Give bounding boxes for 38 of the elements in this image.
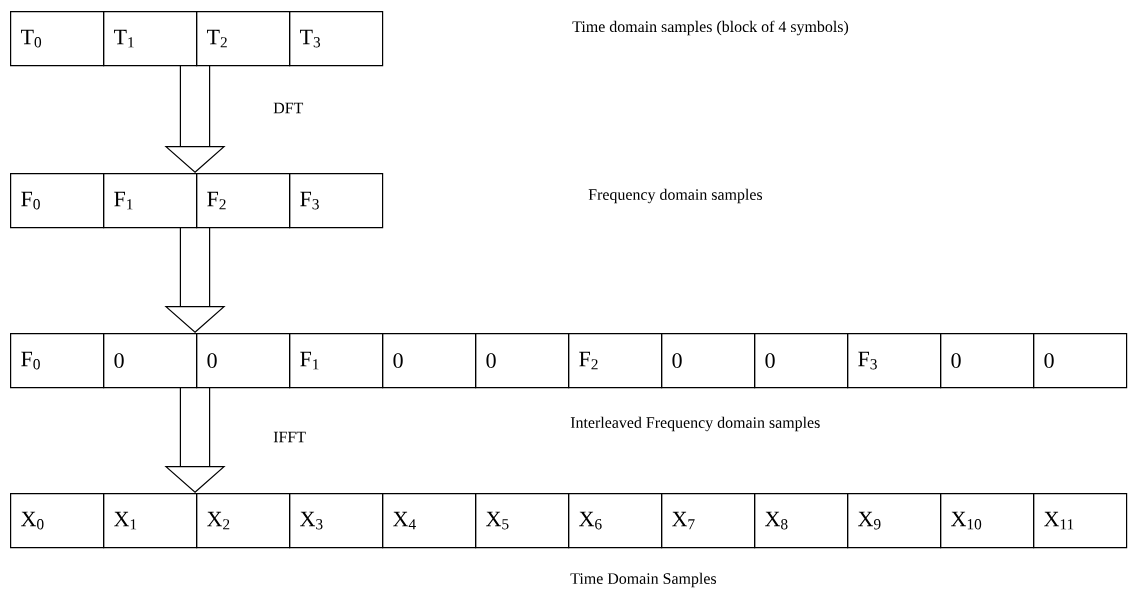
sample-cell: X$_{7}$ [661,493,756,549]
sample-cell: 0 [475,333,570,389]
sample-cell: 0 [1033,333,1128,389]
sample-cell: X$_{0}$ [10,493,105,549]
sample-cell: X$_{5}$ [475,493,570,549]
sample-cell: T$_{1}$ [103,11,198,67]
sample-cell: T$_{2}$ [196,11,291,67]
sample-cell: X$_{8}$ [754,493,849,549]
sample-cell: 0 [661,333,756,389]
row-caption: Time domain samples (block of 4 symbols) [572,20,849,36]
sample-cell: X$_{10}$ [940,493,1035,549]
sample-cell: X$_{9}$ [847,493,942,549]
sample-cell: 0 [196,333,291,389]
sample-cell: F$_{0}$ [10,333,105,389]
sample-cell: X$_{4}$ [382,493,477,549]
sample-cell: T$_{3}$ [289,11,384,67]
sample-cell: X$_{1}$ [103,493,198,549]
sample-cell: 0 [382,333,477,389]
sample-cell: X$_{3}$ [289,493,384,549]
sample-cell: 0 [940,333,1035,389]
row-caption: Interleaved Frequency domain samples [570,416,820,432]
sample-cell: F$_{3}$ [847,333,942,389]
sample-cell: F$_{0}$ [10,173,105,229]
row-caption: Time Domain Samples [570,572,717,588]
sample-cell: X$_{11}$ [1033,493,1128,549]
edge-label: DFT [273,102,304,114]
edge-label: IFFT [273,431,306,443]
sample-cell: 0 [103,333,198,389]
sample-cell: T$_{0}$ [10,11,105,67]
sample-cell: X$_{2}$ [196,493,291,549]
row-caption: Frequency domain samples [588,188,763,204]
sample-cell: X$_{6}$ [568,493,663,549]
sample-cell: F$_{1}$ [103,173,198,229]
sample-cell: F$_{1}$ [289,333,384,389]
sample-cell: F$_{2}$ [568,333,663,389]
sample-cell: F$_{2}$ [196,173,291,229]
sample-cell: 0 [754,333,849,389]
sample-cell: F$_{3}$ [289,173,384,229]
